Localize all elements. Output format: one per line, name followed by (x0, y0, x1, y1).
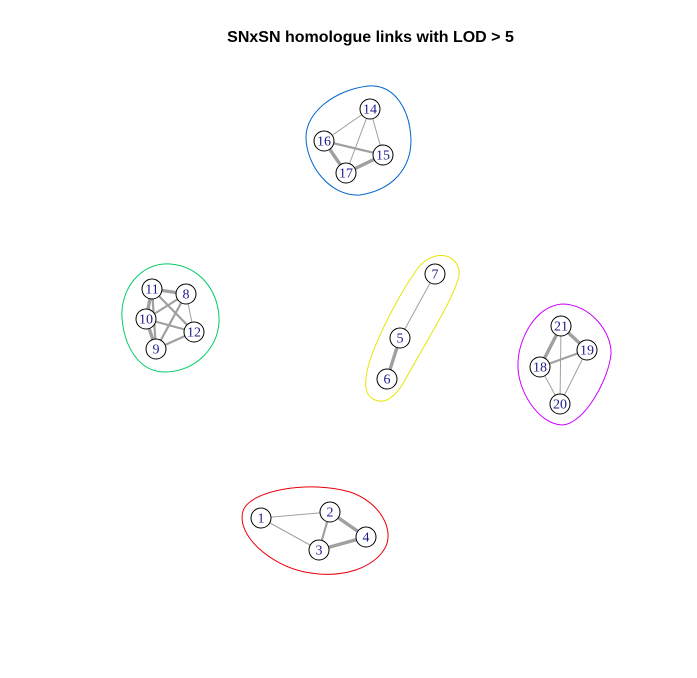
node-circle (389, 327, 411, 349)
node-circle (549, 393, 571, 415)
node-circle (308, 539, 330, 561)
cluster-hull-g4 (305, 85, 412, 196)
node-label: 12 (187, 326, 201, 341)
node-21: 21 (550, 315, 572, 337)
node-11: 11 (141, 278, 163, 300)
node-circle (376, 368, 398, 390)
node-circle (175, 283, 197, 305)
node-label: 10 (139, 313, 153, 328)
node-15: 15 (372, 144, 394, 166)
edge-1-3 (260, 517, 320, 551)
node-17: 17 (335, 162, 357, 184)
node-circle (576, 339, 598, 361)
node-6: 6 (376, 368, 398, 390)
node-circle (319, 501, 341, 523)
node-label: 17 (339, 167, 353, 182)
node-label: 2 (327, 506, 334, 521)
node-label: 16 (317, 135, 331, 150)
node-circle (372, 144, 394, 166)
node-10: 10 (135, 308, 157, 330)
cluster-hulls (121, 85, 612, 575)
node-9: 9 (145, 338, 167, 360)
cluster-hull-g1 (241, 486, 389, 575)
node-label: 21 (554, 320, 568, 335)
edge-21-20 (559, 325, 562, 405)
node-16: 16 (313, 130, 335, 152)
node-label: 8 (183, 288, 190, 303)
node-circle (355, 526, 377, 548)
node-label: 20 (553, 398, 567, 413)
node-14: 14 (359, 98, 381, 120)
node-circle (135, 308, 157, 330)
node-5: 5 (389, 327, 411, 349)
node-label: 5 (397, 332, 404, 347)
node-label: 15 (376, 149, 390, 164)
edge-5-7 (399, 273, 436, 339)
node-label: 14 (363, 103, 377, 118)
node-label: 6 (384, 373, 391, 388)
node-circle (529, 356, 551, 378)
node-4: 4 (355, 526, 377, 548)
node-circle (550, 315, 572, 337)
cluster-hull-g2 (365, 255, 460, 402)
node-label: 7 (432, 268, 439, 283)
node-18: 18 (529, 356, 551, 378)
node-circle (335, 162, 357, 184)
node-circle (183, 321, 205, 343)
cluster-hull-g5 (517, 303, 612, 426)
node-label: 3 (316, 544, 323, 559)
node-20: 20 (549, 393, 571, 415)
node-circle (313, 130, 335, 152)
node-label: 4 (363, 531, 370, 546)
node-8: 8 (175, 283, 197, 305)
edges-layer (144, 108, 589, 552)
node-2: 2 (319, 501, 341, 523)
node-label: 11 (145, 283, 158, 298)
node-1: 1 (250, 507, 272, 529)
edge-1-2 (260, 511, 331, 519)
cluster-hull-g3 (121, 263, 220, 373)
node-19: 19 (576, 339, 598, 361)
node-12: 12 (183, 321, 205, 343)
chart-title: SNxSN homologue links with LOD > 5 (227, 29, 514, 46)
edge-14-17 (345, 108, 371, 174)
node-circle (424, 263, 446, 285)
node-7: 7 (424, 263, 446, 285)
node-circle (250, 507, 272, 529)
node-circle (145, 338, 167, 360)
node-label: 1 (258, 512, 265, 527)
node-label: 19 (580, 344, 594, 359)
node-label: 18 (533, 361, 547, 376)
node-circle (359, 98, 381, 120)
node-circle (141, 278, 163, 300)
node-label: 9 (153, 343, 160, 358)
node-3: 3 (308, 539, 330, 561)
